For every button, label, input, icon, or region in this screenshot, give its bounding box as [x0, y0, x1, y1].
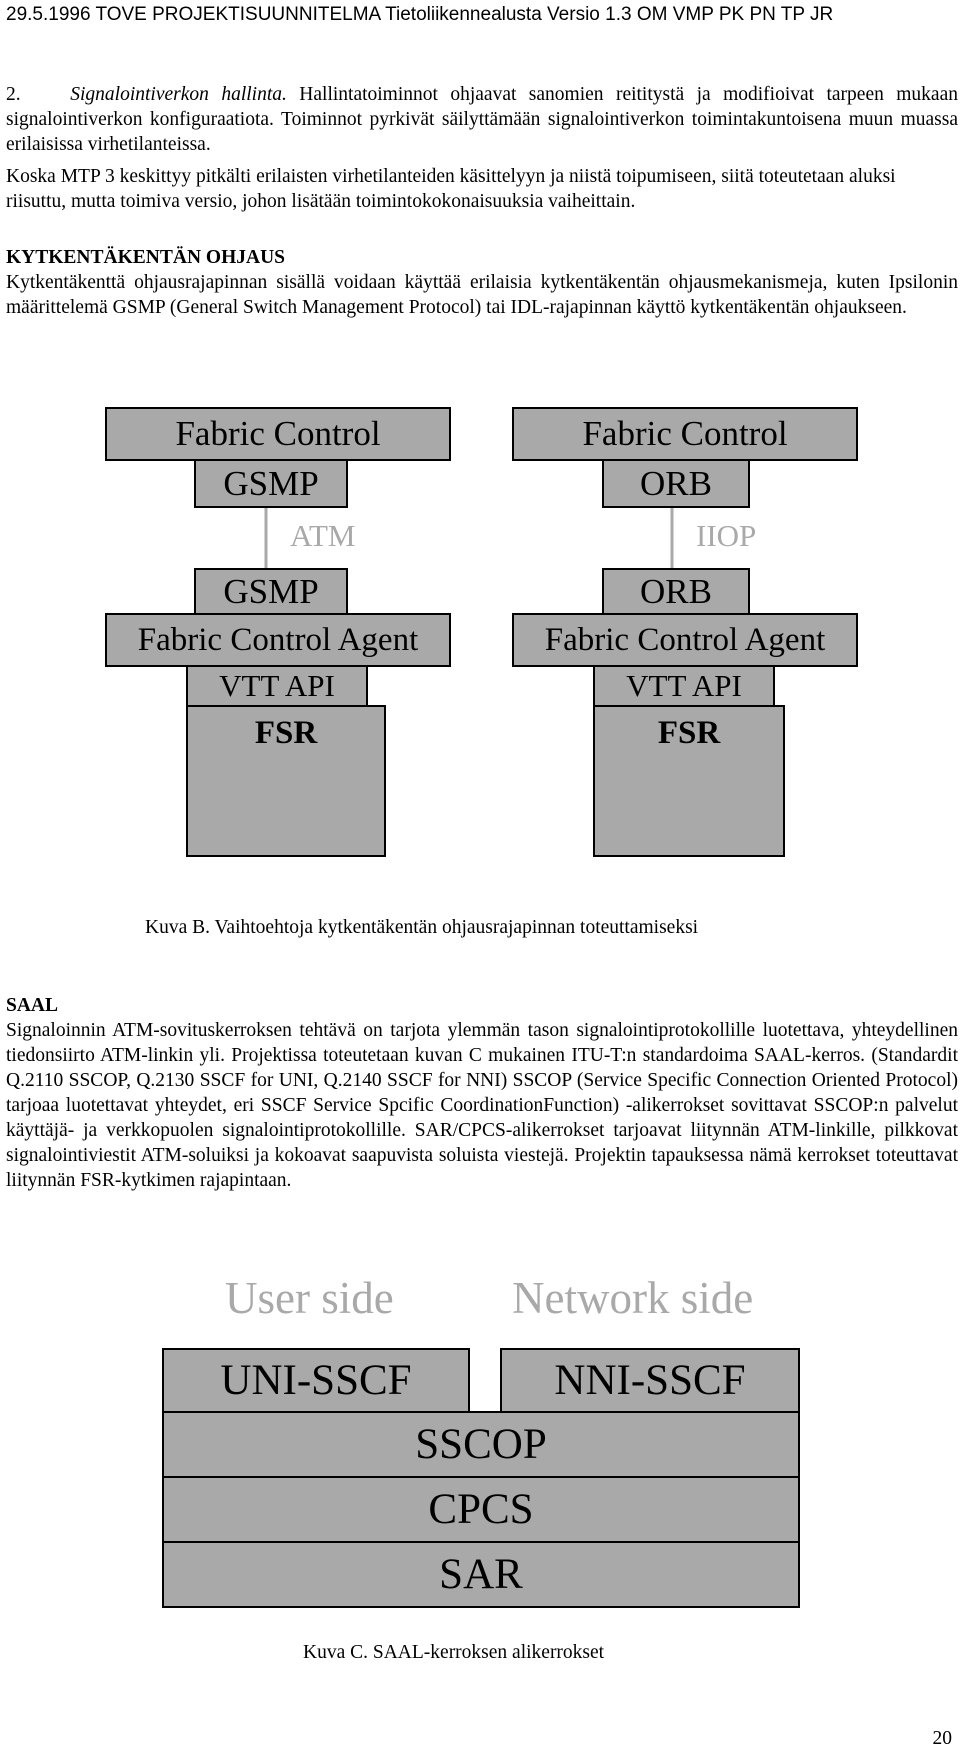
section-italic-title: Signalointiverkon hallinta. [70, 84, 287, 105]
left-gsmp-bottom-box: GSMP [194, 568, 348, 615]
network-side-label: Network side [512, 1273, 754, 1323]
paragraph-saal: Signaloinnin ATM-sovituskerroksen tehtäv… [6, 1020, 958, 1191]
user-side-label: User side [225, 1273, 394, 1323]
right-fabric-control-box: Fabric Control [512, 407, 858, 461]
sar-box: SAR [162, 1541, 800, 1608]
left-fsr-box: FSR [186, 705, 386, 857]
right-orb-top-box: ORB [602, 459, 750, 508]
cpcs-box: CPCS [162, 1476, 800, 1543]
left-fabric-control-box: Fabric Control [105, 407, 451, 461]
figure-c-caption: Kuva C. SAAL-kerroksen alikerrokset [303, 1642, 605, 1663]
section-2-paragraph: 2. Signalointiverkon hallinta. Hallintat… [6, 82, 958, 157]
right-fabric-control-agent-box: Fabric Control Agent [512, 613, 858, 667]
right-fsr-label: FSR [657, 715, 721, 751]
left-gsmp-top-box: GSMP [194, 459, 348, 508]
section-text: Hallintatoiminnot ohjaavat sanomien reit… [6, 84, 958, 155]
paragraph-kytkentakentta: Kytkentäkenttä ohjausrajapinnan sisällä … [6, 272, 958, 318]
heading-saal: SAAL [6, 995, 59, 1016]
right-fsr-box: FSR [593, 705, 785, 857]
left-fabric-control-agent-box: Fabric Control Agent [105, 613, 451, 667]
paragraph-mtp3: Koska MTP 3 keskittyy pitkälti erilaiste… [6, 166, 896, 212]
uni-sscf-box: UNI-SSCF [162, 1348, 470, 1413]
right-orb-bottom-box: ORB [602, 568, 750, 615]
nni-sscf-box: NNI-SSCF [500, 1348, 800, 1413]
right-vtt-api-box: VTT API [593, 665, 775, 707]
sscop-box: SSCOP [162, 1411, 800, 1478]
document-header: 29.5.1996 TOVE PROJEKTISUUNNITELMA Tieto… [6, 4, 834, 25]
left-vtt-api-box: VTT API [186, 665, 368, 707]
page-number: 20 [932, 1728, 953, 1749]
figure-b-caption: Kuva B. Vaihtoehtoja kytkentäkentän ohja… [145, 917, 699, 938]
heading-kytkentakentan-ohjaus: KYTKENTÄKENTÄN OHJAUS [6, 247, 285, 268]
section-number: 2. [6, 84, 21, 105]
right-iiop-label: IIOP [696, 518, 757, 553]
left-fsr-label: FSR [254, 715, 318, 751]
left-atm-label: ATM [290, 518, 356, 553]
